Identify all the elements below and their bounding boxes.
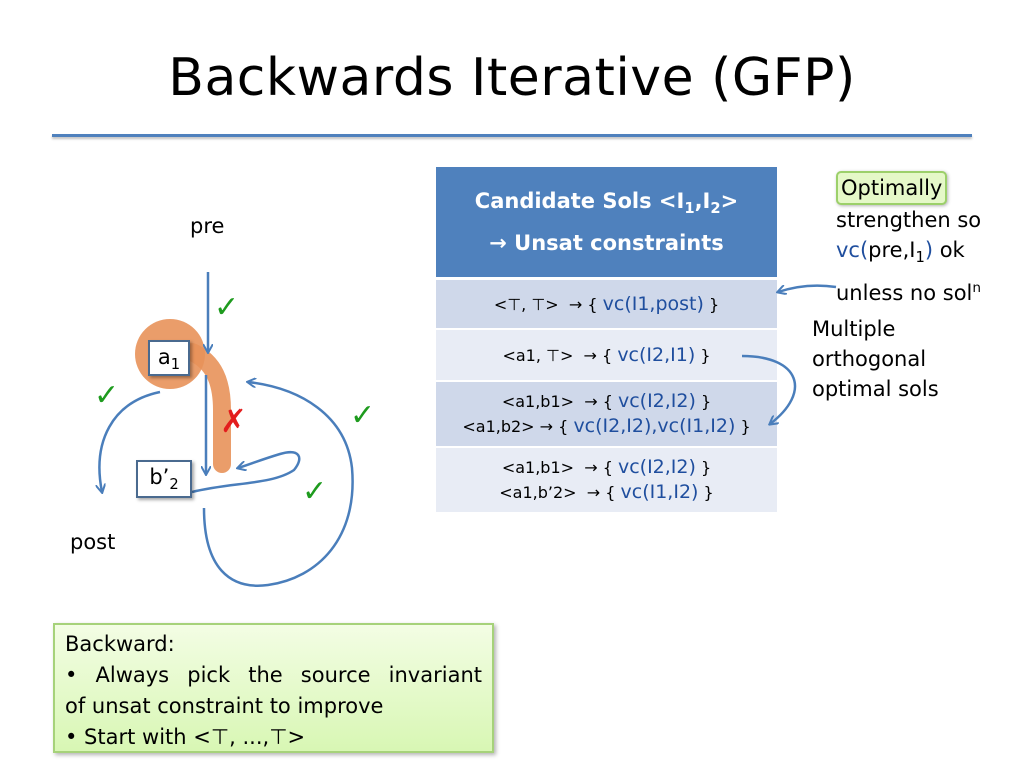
strengthen-text: strengthen so (836, 208, 982, 232)
slide-title: Backwards Iterative (GFP) (168, 48, 856, 108)
check-mark-pre-edge: ✓ (214, 290, 240, 325)
optimally-annotation: Optimally strengthen so vc(pre,I1) ok un… (836, 171, 981, 308)
row-constraint: vc(I1,post) (602, 292, 704, 315)
edge-a1-to-post (99, 390, 161, 492)
node-a1[interactable]: a1 (148, 340, 190, 376)
table-header: Candidate Sols <I1,I2> → Unsat constrain… (436, 167, 777, 280)
table-row: <a1,b1> → { vc(I2,I2) } <a1,b’2> → { vc(… (436, 447, 777, 514)
row-candidate: <a1,b2> (462, 417, 535, 436)
row-constraint: vc(I1,I2) (620, 481, 699, 503)
table-row: <a1,b1> → { vc(I2,I2) } <a1,b2> → { vc(I… (436, 381, 777, 448)
multiple-line: Multiple (812, 317, 896, 341)
node-b2[interactable]: b’2 (136, 460, 192, 498)
ok-text: ok (933, 238, 965, 262)
multiple-line: orthogonal (812, 347, 927, 371)
pre-label: pre (190, 214, 225, 238)
arrow-icon: → (583, 345, 597, 365)
table-row: <a1, ⊤> → { vc(I2,I1) } (436, 329, 777, 382)
edge-b2-self-loop (191, 451, 301, 494)
optimally-highlight: Optimally (836, 171, 948, 205)
arrow-multiple-row2-to-row3 (741, 354, 797, 424)
vc-args: pre,I (868, 238, 916, 262)
unless-text: unless no sol (836, 281, 973, 306)
arrow-icon: → (539, 417, 554, 436)
row-candidate: <a1,b1> (501, 392, 575, 411)
candidate-solutions-table: Candidate Sols <I1,I2> → Unsat constrain… (436, 167, 777, 514)
note-bullet1-line1: • Always pick the source invariant (65, 663, 482, 687)
header-line1-end: > (720, 188, 739, 213)
backward-note-box: Backward: • Always pick the source invar… (53, 623, 494, 753)
header-sub2: 2 (710, 200, 721, 218)
header-line1-text: Candidate Sols <I (474, 188, 685, 213)
title-divider (52, 134, 972, 137)
node-a1-subscript: 1 (170, 356, 181, 374)
edge-b2-to-a1-loop (202, 382, 354, 587)
row-candidate: <a1,b1> (501, 458, 575, 477)
row-candidate: <⊤, ⊤> (493, 294, 559, 314)
vc-sub: 1 (915, 249, 925, 267)
multiple-annotation: Multiple orthogonal optimal sols (812, 314, 939, 404)
row-constraint: vc(I2,I2) (617, 390, 696, 412)
header-line2-text: Unsat constraints (514, 231, 724, 256)
header-arrow-icon: → (489, 231, 507, 256)
check-mark-self-loop: ✓ (302, 474, 328, 509)
check-mark-outer-loop: ✓ (350, 398, 376, 433)
row-constraint: vc(I2,I1) (617, 343, 696, 366)
arrow-icon: → (584, 392, 598, 411)
check-mark-post-edge: ✓ (94, 378, 120, 413)
vc-text: vc( (836, 238, 869, 262)
note-bullet1-line2: of unsat constraint to improve (65, 694, 384, 718)
node-b2-name: b’ (149, 465, 170, 489)
row-constraint: vc(I2,I2),vc(I1,I2) (573, 415, 736, 437)
row-candidate: <a1, ⊤> (502, 345, 574, 365)
arrow-icon: → (568, 294, 583, 314)
cross-mark-a1-b2-edge: ✗ (220, 402, 247, 440)
table-row: <⊤, ⊤> → { vc(I1,post) } (436, 278, 777, 330)
arrow-optimally-to-row1 (778, 284, 837, 292)
arrow-icon: → (584, 458, 598, 477)
row-constraint: vc(I2,I2) (617, 456, 696, 478)
arrow-icon: → (586, 483, 601, 502)
node-b2-subscript: 2 (169, 476, 179, 494)
note-bullet2: • Start with <⊤, ...,⊤> (65, 725, 306, 749)
note-heading: Backward: (65, 632, 175, 656)
post-label: post (70, 530, 116, 554)
row-candidate: <a1,b’2> (499, 483, 577, 502)
vc-close: ) (924, 238, 934, 262)
multiple-line: optimal sols (812, 377, 939, 401)
header-sub1: 1 (684, 200, 695, 218)
unless-sup: n (972, 280, 982, 297)
header-line1-mid: ,I (694, 188, 711, 213)
node-a1-name: a (157, 345, 171, 369)
